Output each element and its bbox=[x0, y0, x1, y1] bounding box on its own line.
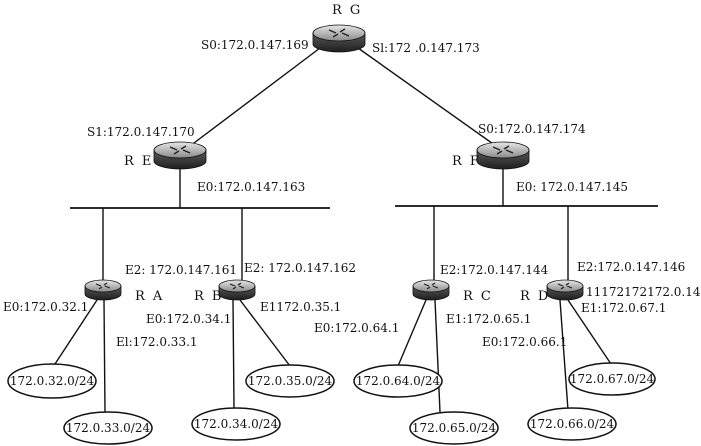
rd-e2-label: E2:172.0.147.146 bbox=[577, 260, 685, 274]
rd-e0-label: E0:172.0.66.1 bbox=[482, 335, 567, 349]
router-ra-name: R A bbox=[135, 289, 164, 304]
subnet-172-0-34-label: 172.0.34.0/24 bbox=[194, 417, 279, 431]
router-rb-name: R B bbox=[194, 289, 223, 304]
ra-e0-label: E0:172.0.32.1 bbox=[3, 300, 88, 314]
rc-e2-label: E2:172.0.147.144 bbox=[440, 263, 549, 277]
subnet-172-0-66-label: 172.0.66.0/24 bbox=[530, 417, 615, 431]
re-s1-label: S1:172.0.147.170 bbox=[87, 125, 195, 139]
subnet-172-0-65-oval bbox=[409, 411, 499, 445]
router-rd-name: R D bbox=[520, 289, 550, 304]
subnet-172-0-67-oval bbox=[568, 362, 656, 396]
subnet-172-0-67-label: 172.0.67.0/24 bbox=[570, 372, 655, 386]
rc-e0-label: E0:172.0.64.1 bbox=[314, 321, 399, 335]
rf-e0-label: E0: 172.0.147.145 bbox=[516, 180, 628, 194]
link-rb-n34 bbox=[232, 299, 235, 409]
ra-e2-label: E2: 172.0.147.161 bbox=[125, 263, 237, 277]
subnet-172-0-65-label: 172.0.65.0/24 bbox=[412, 421, 497, 435]
rb-e1-label: E1172.0.35.1 bbox=[260, 300, 341, 314]
ra-e1-label: El:172.0.33.1 bbox=[116, 335, 198, 349]
router-rb-icon bbox=[218, 279, 256, 301]
router-rc-name: R C bbox=[463, 289, 493, 304]
router-ra-icon bbox=[84, 279, 122, 301]
link-rc-n65 bbox=[434, 299, 441, 413]
rf-s0-label: S0:172.0.147.174 bbox=[478, 122, 586, 136]
router-rf-icon bbox=[476, 141, 530, 170]
subnet-172-0-64-oval bbox=[353, 364, 443, 398]
link-ra-n32 bbox=[54, 299, 98, 365]
link-rd-n66 bbox=[559, 299, 569, 411]
router-rf-name: R F bbox=[452, 154, 481, 169]
subnet-172-0-32-label: 172.0.32.0/24 bbox=[10, 374, 95, 388]
link-rg-re bbox=[189, 47, 321, 147]
router-rg-name: R G bbox=[332, 3, 362, 18]
re-e0-label: E0:172.0.147.163 bbox=[197, 180, 305, 194]
subnet-172-0-33-label: 172.0.33.0/24 bbox=[66, 421, 151, 435]
router-rc-icon bbox=[412, 279, 450, 301]
subnet-172-0-33-oval bbox=[63, 411, 153, 445]
subnet-172-0-35-label: 172.0.35.0/24 bbox=[248, 374, 333, 388]
rg-s0-label: S0:172.0.147.169 bbox=[201, 38, 309, 52]
link-rd-n67 bbox=[567, 299, 612, 365]
router-rd-icon bbox=[546, 279, 584, 301]
link-rc-n64 bbox=[397, 299, 427, 367]
link-ra-n33 bbox=[103, 299, 106, 413]
rb-e0-label: E0:172.0.34.1 bbox=[146, 312, 231, 326]
subnet-172-0-32-oval bbox=[7, 363, 97, 399]
rd-e3-label: 11172172172.0.147.1 bbox=[586, 285, 701, 299]
subnet-172-0-34-oval bbox=[191, 407, 281, 441]
router-re-icon bbox=[153, 141, 207, 170]
link-rg-rf bbox=[357, 47, 497, 147]
link-rb-n35 bbox=[239, 299, 291, 367]
subnet-172-0-35-oval bbox=[245, 364, 335, 398]
subnet-172-0-64-label: 172.0.64.0/24 bbox=[356, 374, 441, 388]
rc-e1-label: E1:172.0.65.1 bbox=[446, 312, 531, 326]
subnet-172-0-66-oval bbox=[527, 407, 617, 441]
router-re-name: R E bbox=[124, 154, 153, 169]
rg-s1-label: Sl:172 .0.147.173 bbox=[372, 41, 480, 55]
rb-e2-label: E2: 172.0.147.162 bbox=[244, 261, 356, 275]
router-rg-icon bbox=[312, 24, 366, 53]
rd-e1-label: E1:172.0.67.1 bbox=[581, 301, 666, 315]
